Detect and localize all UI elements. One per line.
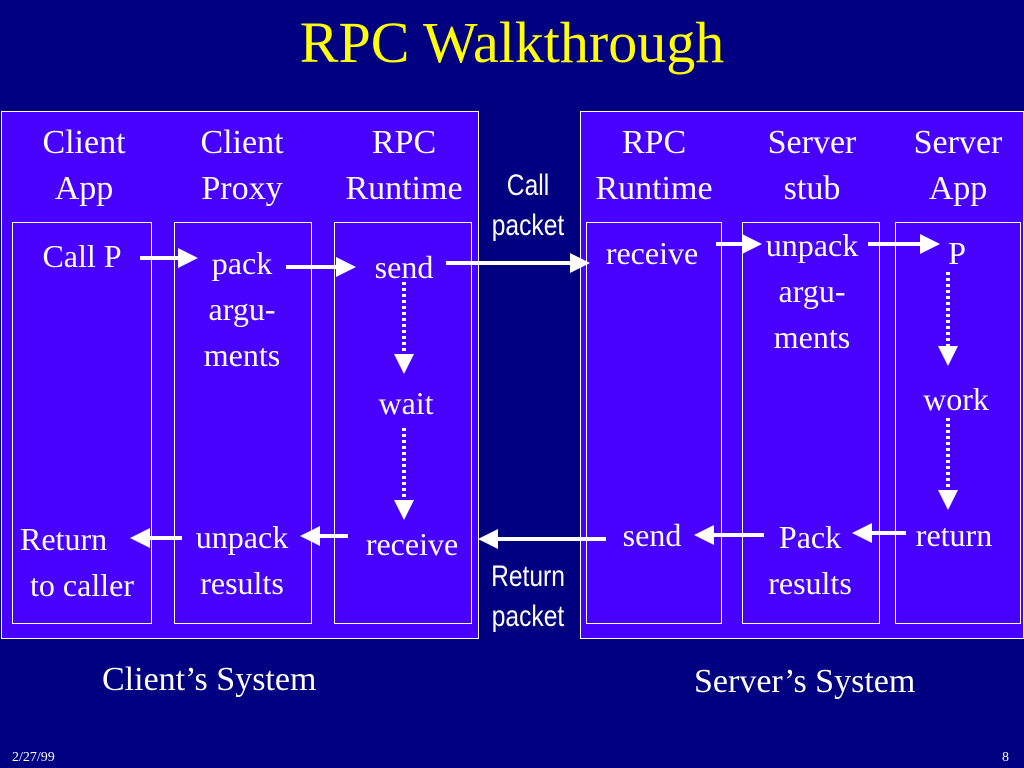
step-call-p: Call P [42, 238, 122, 274]
server-system-caption: Server’s System [694, 663, 916, 700]
server-stub-column [742, 222, 880, 624]
step-send-server: send [622, 517, 682, 553]
client-app-column [12, 222, 152, 624]
client-system-caption: Client’s System [102, 661, 317, 698]
footer-page-number: 8 [1002, 750, 1009, 765]
server-runtime-column [586, 222, 722, 624]
slide-title: RPC Walkthrough [299, 10, 725, 75]
server-app-column [895, 222, 1021, 624]
step-return: return [915, 517, 993, 553]
footer-date: 2/27/99 [12, 750, 55, 765]
step-receive-client: receive [365, 526, 459, 562]
step-work: work [923, 381, 989, 417]
client-proxy-column [174, 222, 312, 624]
step-receive-server: receive [605, 235, 699, 271]
step-wait: wait [378, 385, 434, 421]
client-runtime-column [334, 222, 472, 624]
step-p: P [948, 235, 966, 271]
step-send-client: send [374, 249, 434, 285]
